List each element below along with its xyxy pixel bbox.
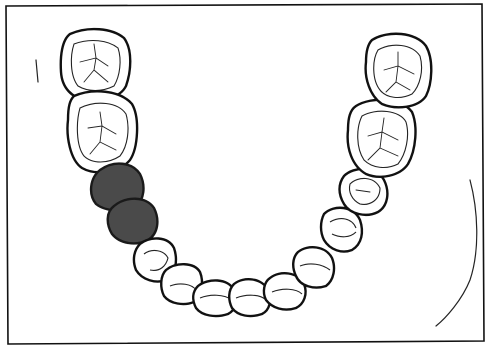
tooth-left-second-premolar: [108, 199, 158, 244]
paper-crease: [436, 180, 477, 326]
tooth-left-second-molar: [68, 91, 138, 172]
tooth-left-third-molar: [61, 29, 130, 100]
tooth-right-lateral-incisor: [293, 247, 334, 287]
tooth-right-second-molar: [366, 34, 432, 108]
tooth-right-first-molar: [348, 100, 416, 177]
stray-mark: [36, 60, 38, 82]
